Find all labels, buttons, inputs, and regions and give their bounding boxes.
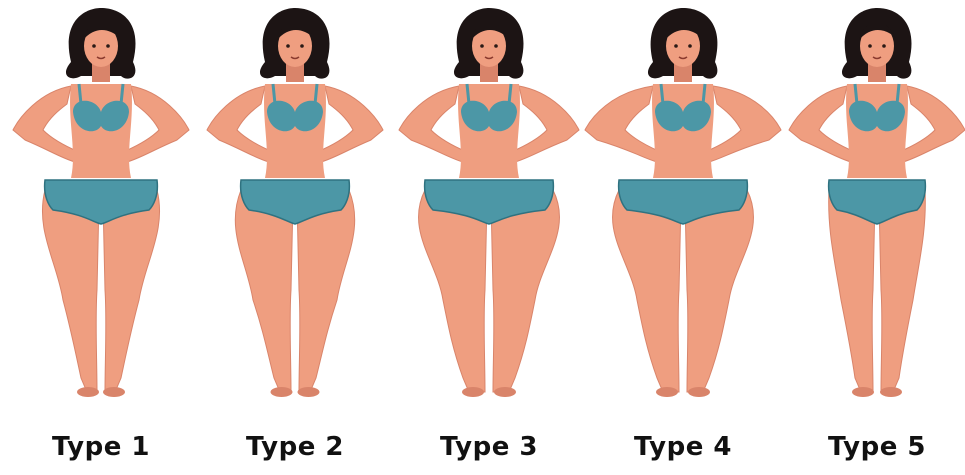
foot: [494, 387, 516, 397]
bra-strap: [661, 84, 663, 104]
foot: [880, 387, 902, 397]
bra-strap: [121, 84, 123, 104]
eye: [882, 44, 886, 48]
bra-strap: [79, 84, 81, 104]
eye: [300, 44, 304, 48]
type-2-label: Type 2: [215, 432, 375, 462]
foot: [462, 387, 484, 397]
left-leg: [613, 190, 681, 392]
figure-type-4: [585, 8, 781, 397]
eye: [286, 44, 290, 48]
left-arm: [13, 86, 79, 162]
figure-type-3: [399, 8, 579, 397]
eye: [688, 44, 692, 48]
type-5-label: Type 5: [797, 432, 957, 462]
eye: [480, 44, 484, 48]
left-arm: [399, 86, 467, 162]
bra-strap: [273, 84, 275, 104]
foot: [271, 387, 293, 397]
figure-type-1: [13, 8, 189, 397]
eye: [92, 44, 96, 48]
foot: [103, 387, 125, 397]
foot: [77, 387, 99, 397]
figure-type-5: [789, 8, 965, 397]
right-leg: [491, 190, 559, 392]
right-arm: [511, 86, 579, 162]
bra-strap: [703, 84, 705, 104]
left-leg: [419, 190, 487, 392]
eye: [868, 44, 872, 48]
type-4-label: Type 4: [603, 432, 763, 462]
foot: [688, 387, 710, 397]
type-1-label: Type 1: [21, 432, 181, 462]
right-arm: [123, 86, 189, 162]
foot: [656, 387, 678, 397]
left-arm: [585, 86, 661, 162]
bra-strap: [855, 84, 857, 104]
type-3-label: Type 3: [409, 432, 569, 462]
bra-strap: [897, 84, 899, 104]
foot: [298, 387, 320, 397]
right-arm: [317, 86, 383, 162]
bra-strap: [509, 84, 511, 104]
bra-strap: [467, 84, 469, 104]
foot: [852, 387, 874, 397]
bra-strap: [315, 84, 317, 104]
eye: [674, 44, 678, 48]
left-arm: [789, 86, 855, 162]
figure-type-2: [207, 8, 383, 397]
eye: [494, 44, 498, 48]
left-arm: [207, 86, 273, 162]
right-arm: [705, 86, 781, 162]
right-leg: [685, 190, 753, 392]
eye: [106, 44, 110, 48]
right-arm: [899, 86, 965, 162]
